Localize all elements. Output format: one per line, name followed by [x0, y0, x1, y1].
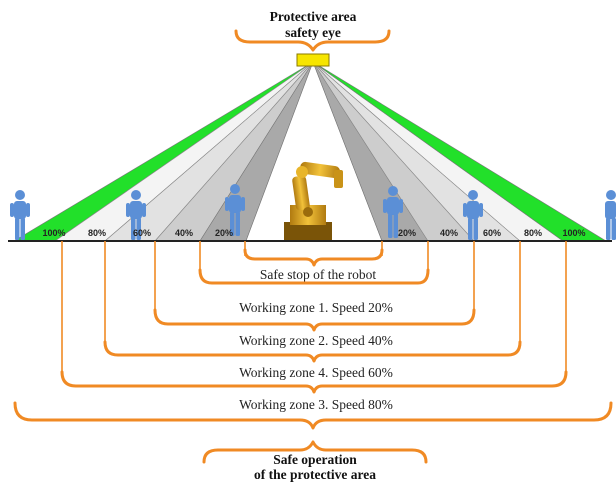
top-title-line2: safety eye [285, 25, 341, 40]
industrial-robot-icon [284, 161, 343, 240]
working-zone-4-brace [60, 370, 568, 394]
bottom-title-line1: Safe operation [273, 452, 357, 467]
pct-label-left-80: 80% [88, 228, 106, 238]
top-title-line1: Protective area [270, 9, 357, 24]
zone-label-working-1: Working zone 1. Speed 20% [239, 300, 393, 315]
pct-label-right-60: 60% [483, 228, 501, 238]
zone-label-working-3: Working zone 3. Speed 80% [239, 397, 393, 412]
safe-stop-lower-brace [198, 268, 430, 285]
bottom-title-line2: of the protective area [254, 467, 376, 482]
person-icon [383, 186, 403, 238]
pct-label-left-60: 60% [133, 228, 151, 238]
bottom-title-brace [202, 440, 428, 464]
pct-label-right-40: 40% [440, 228, 458, 238]
person-icon [605, 190, 616, 240]
pct-label-left-40: 40% [175, 228, 193, 238]
top-title-brace [234, 29, 391, 52]
working-zone-1-brace [153, 308, 476, 332]
pct-label-left-20: 20% [215, 228, 233, 238]
zone-label-safe-stop: Safe stop of the robot [260, 267, 376, 282]
pct-label-right-20: 20% [398, 228, 416, 238]
person-icon [10, 190, 30, 240]
zone-label-working-2: Working zone 2. Speed 40% [239, 333, 393, 348]
zone-label-working-4: Working zone 4. Speed 60% [239, 365, 393, 380]
safe-stop-brace [243, 248, 384, 267]
working-zone-3-brace [13, 401, 613, 430]
pct-label-left-100: 100% [42, 228, 65, 238]
working-zone-2-brace [103, 340, 522, 363]
detection-fan [12, 61, 608, 242]
zone-drop-lines [61, 241, 567, 374]
pct-label-right-80: 80% [524, 228, 542, 238]
pct-label-right-100: 100% [562, 228, 585, 238]
person-icon [126, 190, 146, 240]
person-icon [463, 190, 483, 240]
safety-eye-sensor-icon [296, 53, 330, 67]
person-icon [225, 184, 245, 236]
